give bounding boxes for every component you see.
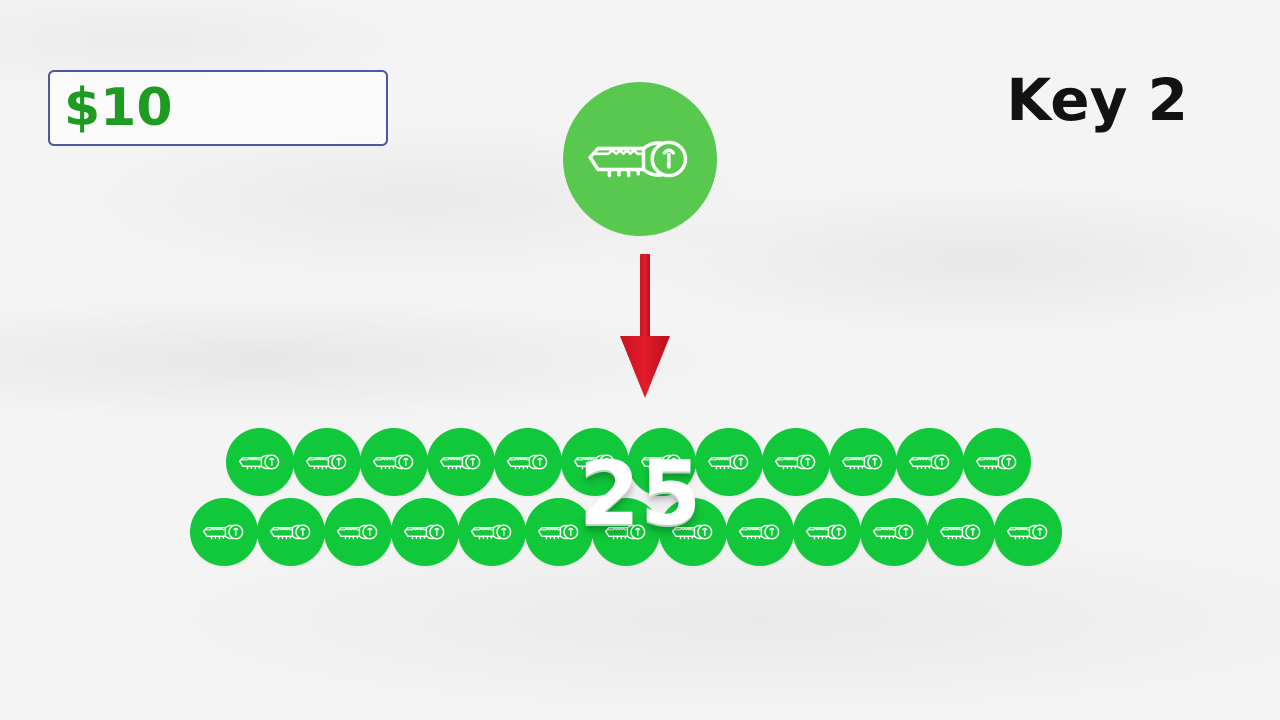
key-coin-icon xyxy=(573,454,615,470)
key-coin-icon xyxy=(336,524,378,540)
key-coin xyxy=(391,498,459,566)
key-coin xyxy=(561,428,629,496)
key-coin-icon xyxy=(841,454,883,470)
key-coin-icon xyxy=(805,524,847,540)
key-coin xyxy=(458,498,526,566)
key-coin-icon xyxy=(604,524,646,540)
key-coin xyxy=(324,498,392,566)
key-coin xyxy=(762,428,830,496)
key-coin xyxy=(190,498,258,566)
key-coin xyxy=(994,498,1062,566)
key-coin-icon xyxy=(470,524,512,540)
key-coin-icon xyxy=(506,454,548,470)
balance-box: $10 xyxy=(48,70,388,146)
key-coin xyxy=(793,498,861,566)
balance-amount: $10 xyxy=(64,78,173,138)
key-coin-icon xyxy=(640,454,682,470)
key-coin-icon xyxy=(403,524,445,540)
key-coin-icon xyxy=(537,524,579,540)
key-coin xyxy=(927,498,995,566)
key-coin xyxy=(494,428,562,496)
key-title: Key 2 xyxy=(1006,66,1188,134)
key-coin xyxy=(592,498,660,566)
key-coin xyxy=(628,428,696,496)
key-coin-icon xyxy=(305,454,347,470)
key-coin-icon xyxy=(238,454,280,470)
key-coin xyxy=(896,428,964,496)
key-coin xyxy=(726,498,794,566)
key-coin-icon xyxy=(707,454,749,470)
key-coin-icon xyxy=(671,524,713,540)
key-coin-icon xyxy=(939,524,981,540)
key-coin xyxy=(427,428,495,496)
key-coin xyxy=(360,428,428,496)
key-coin-icon xyxy=(872,524,914,540)
main-key-circle xyxy=(563,82,717,236)
key-coin xyxy=(293,428,361,496)
down-arrow-icon xyxy=(620,254,670,398)
key-coin xyxy=(659,498,727,566)
key-coin-icon xyxy=(439,454,481,470)
key-coin-icon xyxy=(1006,524,1048,540)
key-coin xyxy=(525,498,593,566)
key-coin-icon xyxy=(372,454,414,470)
key-coin-icon xyxy=(738,524,780,540)
key-coin-icon xyxy=(908,454,950,470)
key-coin-icon xyxy=(975,454,1017,470)
key-coin-icon xyxy=(202,524,244,540)
key-icon xyxy=(588,140,688,178)
key-coin xyxy=(257,498,325,566)
key-coin xyxy=(829,428,897,496)
key-coin xyxy=(226,428,294,496)
key-coin xyxy=(860,498,928,566)
key-coin-icon xyxy=(774,454,816,470)
key-coin xyxy=(695,428,763,496)
key-coin xyxy=(963,428,1031,496)
key-coin-icon xyxy=(269,524,311,540)
